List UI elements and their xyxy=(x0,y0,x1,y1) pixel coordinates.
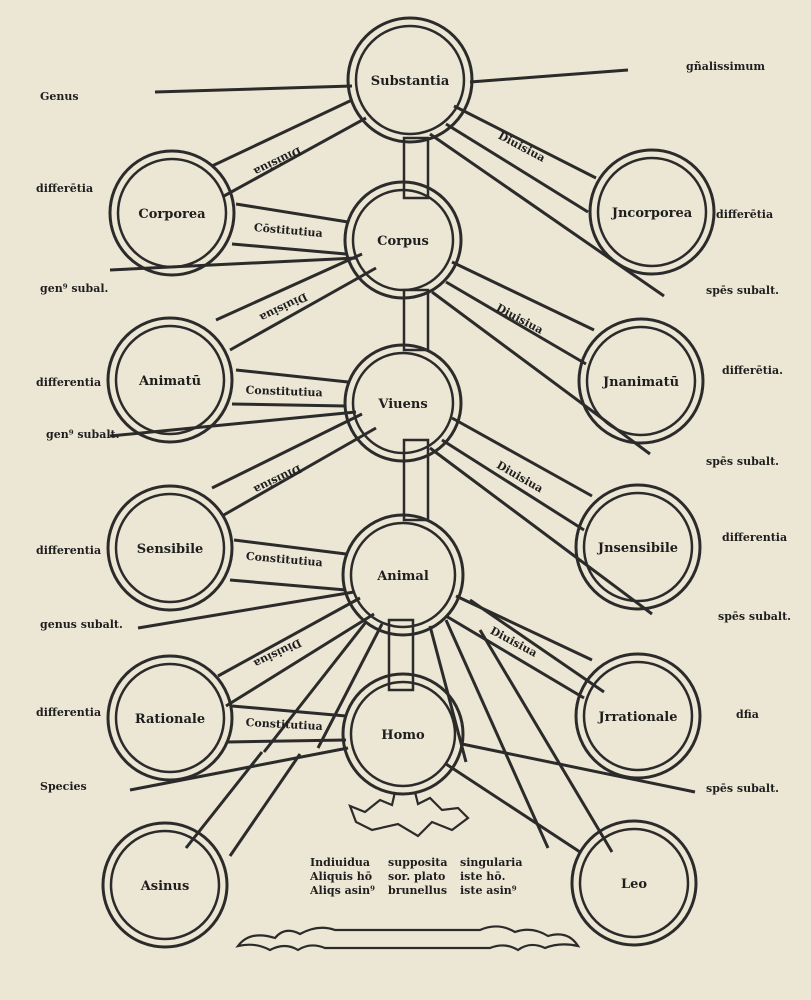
branch-divisiva-left-1: Diuisiua xyxy=(252,144,304,178)
node-rationale: Rationale xyxy=(135,712,205,727)
footer-col1-line1: Indiuidua xyxy=(310,856,370,869)
left-genus-subalternum-3: genus subalt. xyxy=(40,618,123,631)
node-animatum: Animatū xyxy=(138,374,201,389)
right-differentia-3: differentia xyxy=(722,531,787,544)
connector-lines xyxy=(109,68,696,857)
node-incorporea: Jncorporea xyxy=(611,206,693,221)
node-sensibile: Sensibile xyxy=(137,542,204,557)
right-differentia-4: dfia xyxy=(736,708,759,721)
circle-leo xyxy=(570,819,698,947)
branch-constitutiva-1: Cōstitutiua xyxy=(253,221,323,240)
footer-col2-line2: sor. plato xyxy=(388,870,445,883)
node-corpus: Corpus xyxy=(377,234,429,249)
circle-corporea xyxy=(108,149,236,277)
node-irrationale: Jrrationale xyxy=(598,710,678,725)
circle-insensibile xyxy=(574,483,702,611)
circle-vivens xyxy=(343,343,463,463)
left-margin-labels: Genus differētia gen⁹ subal. differentia… xyxy=(36,90,123,793)
left-genus-subalternum-2: gen⁹ subalt. xyxy=(46,428,119,441)
right-differentia-2: differētia. xyxy=(722,364,783,377)
node-corporea: Corporea xyxy=(138,207,206,222)
circle-incorporea xyxy=(588,148,716,276)
node-labels: Substantia Corporea Jncorporea Corpus An… xyxy=(135,74,693,894)
node-vivens: Viuens xyxy=(377,397,427,412)
circle-irrationale xyxy=(574,652,702,780)
branch-divisiva-left-3: Diuisiua xyxy=(252,462,304,496)
footer-col3-line2: iste hō. xyxy=(460,870,505,883)
node-asinus: Asinus xyxy=(140,879,190,894)
right-generalissimum: gñalissimum xyxy=(686,60,765,73)
footer-col1-line3: Aliqs asin⁹ xyxy=(309,884,375,897)
circle-sensibile xyxy=(106,484,234,612)
footer-col2-line1: supposita xyxy=(388,856,448,869)
branch-labels: Diuisiua Diuisiua Cōstitutiua Diuisiua D… xyxy=(245,129,547,733)
circle-corpus xyxy=(343,180,463,300)
branch-constitutiva-3: Constitutiua xyxy=(245,550,323,570)
right-species-subalterna-1: spēs subalt. xyxy=(706,284,779,297)
footer-col1-line2: Aliquis hō xyxy=(309,870,372,883)
circle-animatum xyxy=(106,316,234,444)
node-substantia: Substantia xyxy=(371,74,450,89)
node-homo: Homo xyxy=(381,728,425,743)
node-circles xyxy=(101,16,716,949)
left-differentia-4: differentia xyxy=(36,706,101,719)
right-margin-labels: gñalissimum differētia spēs subalt. diff… xyxy=(686,60,791,795)
left-differentia-3: differentia xyxy=(36,544,101,557)
footer-col3-line1: singularia xyxy=(460,856,522,869)
right-species-subalterna-2: spēs subalt. xyxy=(706,455,779,468)
branch-constitutiva-2: Constitutiua xyxy=(245,384,322,400)
node-leo: Leo xyxy=(621,877,647,892)
node-insensibile: Jnsensibile xyxy=(597,541,678,556)
right-differentia-1: differētia xyxy=(716,208,773,221)
footer-individuals: Indiuidua Aliquis hō Aliqs asin⁹ supposi… xyxy=(309,856,522,897)
node-animal: Animal xyxy=(376,569,429,584)
circle-homo xyxy=(341,672,465,796)
left-genus-subalternum-1: gen⁹ subal. xyxy=(40,282,108,295)
circle-animal xyxy=(341,513,465,637)
right-species-subalterna-3: spēs subalt. xyxy=(718,610,791,623)
branch-constitutiva-4: Constitutiua xyxy=(245,716,323,733)
branch-divisiva-right-2: Diuisiua xyxy=(494,301,545,337)
circle-substantia xyxy=(346,16,474,144)
footer-col2-line3: brunellus xyxy=(388,884,447,897)
node-inanimatum: Jnanimatū xyxy=(602,375,679,390)
left-differentia-1: differētia xyxy=(36,182,93,195)
circle-asinus xyxy=(101,821,229,949)
left-genus: Genus xyxy=(40,90,79,103)
circle-rationale xyxy=(106,654,234,782)
trunk xyxy=(235,136,581,952)
footer-col3-line3: iste asin⁹ xyxy=(460,884,517,897)
left-species: Species xyxy=(40,780,87,793)
circle-inanimatum xyxy=(577,317,705,445)
left-differentia-2: differentia xyxy=(36,376,101,389)
right-species-subalterna-4: spēs subalt. xyxy=(706,782,779,795)
